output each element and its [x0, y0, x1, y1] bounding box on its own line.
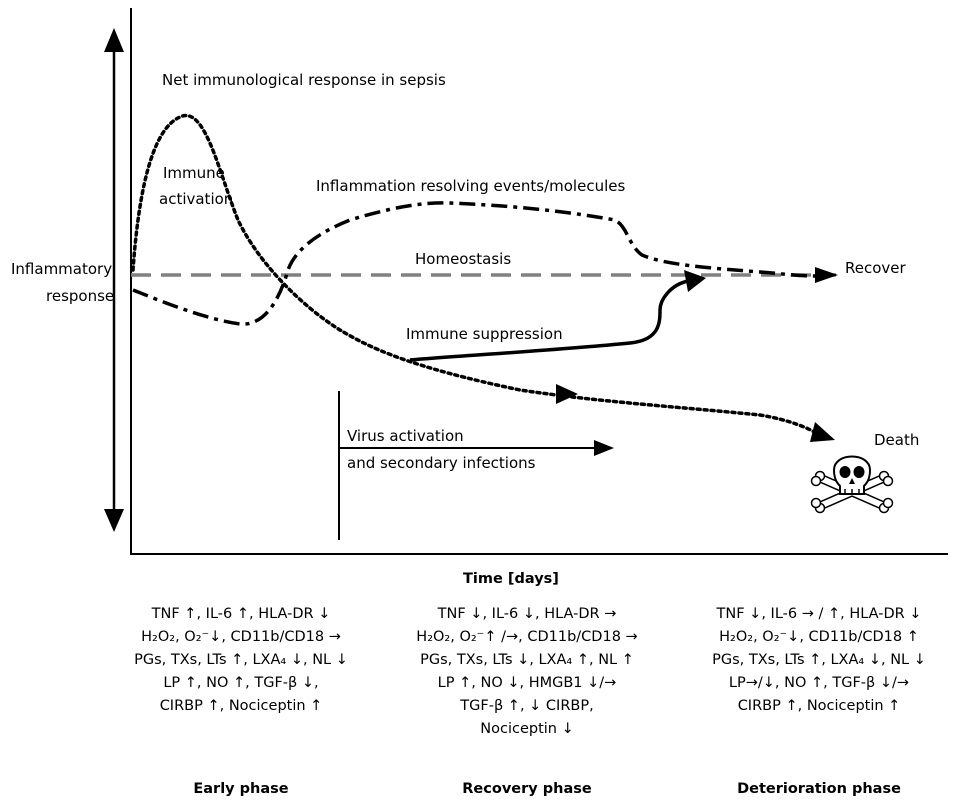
suppression-arrow-head [684, 270, 706, 292]
immune-activation-label-line1: Immune [163, 164, 225, 182]
deterioration-phase-title: Deterioration phase [737, 781, 901, 797]
y-axis-label-line2: response [46, 287, 115, 305]
marker-line: TGF-β ↑, ↓ CIRBP, [460, 698, 594, 714]
recover-arrow-head [815, 267, 838, 283]
marker-line: LP→/↓, NO ↑, TGF-β ↓/→ [728, 675, 910, 691]
virus-label-line2: and secondary infections [347, 454, 536, 472]
marker-line: Nociceptin ↓ [480, 721, 574, 737]
skull-icon [810, 455, 894, 514]
marker-line: TNF ↑, IL-6 ↑, HLA-DR ↓ [151, 606, 331, 622]
immune-suppression-label: Immune suppression [406, 325, 563, 343]
marker-line: CIRBP ↑, Nociceptin ↑ [159, 698, 323, 714]
early-phase-title: Early phase [193, 781, 289, 797]
homeostasis-label: Homeostasis [415, 250, 512, 268]
marker-line: H₂O₂, O₂⁻↓, CD11b/CD18 ↑ [719, 629, 919, 645]
y-axis-label-line1: Inflammatory [11, 260, 113, 278]
marker-line: TNF ↓, IL-6 → / ↑, HLA-DR ↓ [716, 606, 922, 622]
immune-suppression-curve [409, 279, 689, 362]
immune-activation-curve [131, 113, 820, 436]
deterioration-phase-markers: TNF ↓, IL-6 → / ↑, HLA-DR ↓ H₂O₂, O₂⁻↓, … [688, 603, 950, 718]
marker-line: H₂O₂, O₂⁻↑ /→, CD11b/CD18 → [416, 629, 638, 645]
resolving-curve [132, 201, 816, 326]
marker-line: LP ↑, NO ↓, HMGB1 ↓/→ [437, 675, 617, 691]
recovery-phase-title: Recovery phase [462, 781, 592, 797]
arrow-up-head [104, 28, 124, 52]
virus-arrow-head [594, 440, 614, 456]
death-arrow-head [810, 422, 835, 442]
arrow-down-head [104, 509, 124, 532]
marker-line: LP ↑, NO ↑, TGF-β ↓, [163, 675, 319, 691]
virus-label-line1: Virus activation [347, 427, 464, 445]
recovery-phase-markers: TNF ↓, IL-6 ↓, HLA-DR → H₂O₂, O₂⁻↑ /→, C… [396, 603, 658, 741]
marker-line: PGs, TXs, LTs ↓, LXA₄ ↑, NL ↑ [420, 652, 634, 668]
mid-dotted-arrow-head [556, 384, 578, 404]
marker-line: PGs, TXs, LTs ↑, LXA₄ ↓, NL ↓ [712, 652, 926, 668]
marker-line: H₂O₂, O₂⁻↓, CD11b/CD18 → [141, 629, 341, 645]
early-phase-markers: TNF ↑, IL-6 ↑, HLA-DR ↓ H₂O₂, O₂⁻↓, CD11… [110, 603, 372, 718]
x-axis-label: Time [days] [463, 571, 559, 587]
diagram-title: Net immunological response in sepsis [162, 71, 446, 89]
marker-line: CIRBP ↑, Nociceptin ↑ [737, 698, 901, 714]
marker-line: PGs, TXs, LTs ↑, LXA₄ ↓, NL ↓ [134, 652, 348, 668]
recover-label: Recover [845, 259, 906, 277]
death-label: Death [874, 431, 920, 449]
resolving-label: Inflammation resolving events/molecules [316, 177, 626, 195]
marker-line: TNF ↓, IL-6 ↓, HLA-DR → [437, 606, 617, 622]
immune-activation-label-line2: activation [159, 190, 234, 208]
